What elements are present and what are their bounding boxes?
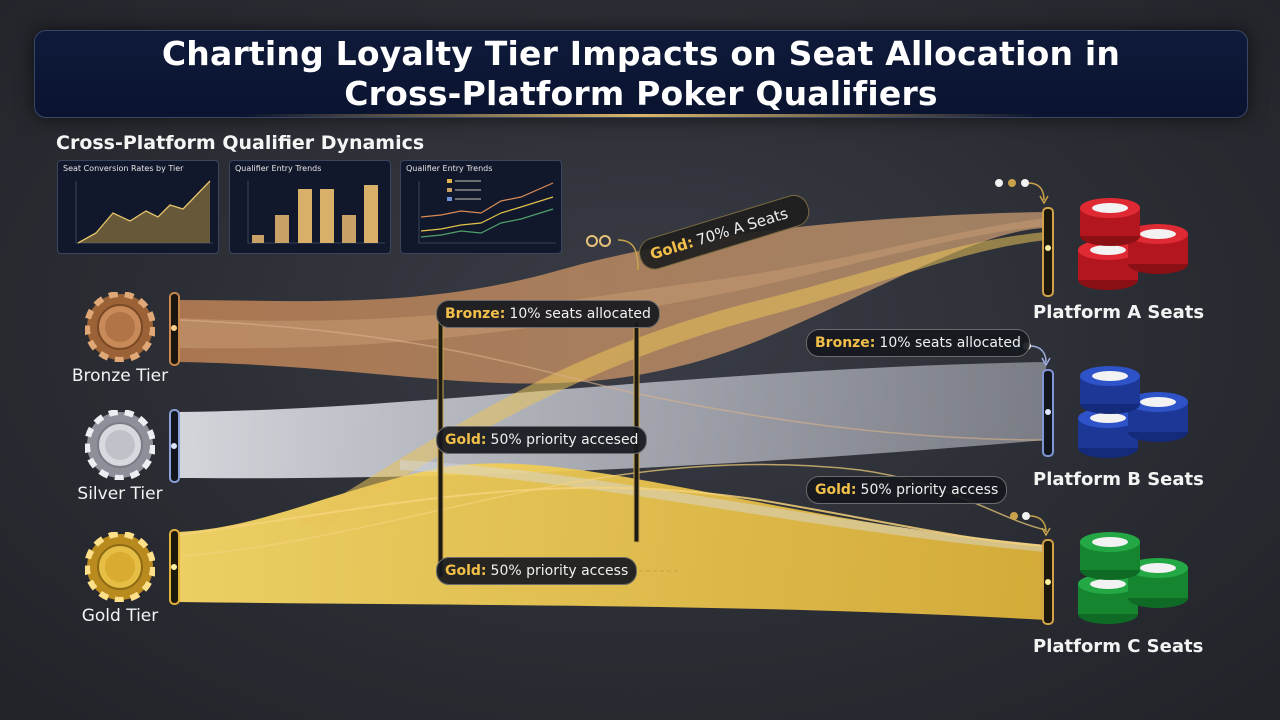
platform-b-target-glow <box>1045 409 1051 415</box>
indicator-dot <box>1021 179 1029 187</box>
callout-key: Bronze: <box>815 335 876 351</box>
title-banner: Charting Loyalty Tier Impacts on Seat Al… <box>34 30 1248 118</box>
tier-label: Bronze Tier <box>71 366 169 386</box>
mini-chart-area-graphic <box>75 180 213 244</box>
callout-text: 10% seats allocated <box>509 306 651 322</box>
callout-text: 50% priority access <box>860 482 999 498</box>
bronze-source-glow <box>171 325 177 331</box>
page-title-line-1: Charting Loyalty Tier Impacts on Seat Al… <box>161 34 1121 73</box>
silver-source-glow <box>171 443 177 449</box>
indicator-dot <box>995 179 1003 187</box>
arrow-to-c <box>1029 515 1047 533</box>
platform-a-chip-stack-icon <box>1078 198 1188 290</box>
callout-text: 10% seats allocated <box>879 335 1021 351</box>
callout-gold-right: Gold: 50% priority access <box>806 476 1008 504</box>
indicator-dot <box>1022 512 1030 520</box>
arrow-to-a-head <box>1039 195 1049 205</box>
tier-label: Silver Tier <box>77 484 163 504</box>
platform-b-label: Platform B Seats <box>1033 469 1204 490</box>
callout-gold-mid: Gold: 50% priority accesed <box>436 426 648 454</box>
title-glow-divider <box>240 114 1040 117</box>
callout-bronze-right: Bronze: 10% seats allocated <box>806 329 1030 357</box>
callout-key: Gold: <box>445 563 487 579</box>
platform-b-chip-stack-icon <box>1078 366 1188 458</box>
indicator-dot <box>1008 179 1016 187</box>
flow-gold-line-2 <box>179 463 1047 557</box>
mini-chart-entry-trends-bars: Qualifier Entry Trends <box>229 160 391 254</box>
platform-a-label: Platform A Seats <box>1033 302 1205 323</box>
bronze-chip-icon <box>85 292 155 362</box>
flow-silver-to-c <box>400 460 1046 552</box>
indicator-dot <box>1010 512 1018 520</box>
callout-text: 50% priority access <box>490 563 629 579</box>
callout-key: Bronze: <box>445 306 506 322</box>
flow-bronze-secondary <box>178 218 1046 349</box>
page-title-line-2: Cross-Platform Poker Qualifiers <box>344 74 938 113</box>
gold-source-glow <box>171 564 177 570</box>
indicator-ring <box>599 235 611 247</box>
tier-gold: Gold Tier <box>60 532 180 626</box>
platform-c-target-glow <box>1045 579 1051 585</box>
callout-key: Gold: <box>445 432 487 448</box>
tier-bronze: Bronze Tier <box>60 292 180 386</box>
callout-key: Gold: <box>647 233 696 264</box>
flow-bronze-line <box>179 319 1047 441</box>
mini-chart-bar-graphic <box>247 181 385 244</box>
callout-bronze-mid: Bronze: 10% seats allocated <box>436 300 660 328</box>
flow-gold-line-1 <box>179 486 1047 547</box>
arrow-to-b-head <box>1041 357 1051 367</box>
dashboard-heading: Cross-Platform Qualifier Dynamics <box>56 132 425 154</box>
flow-silver-to-b <box>178 362 1046 479</box>
mini-chart-title: Qualifier Entry Trends <box>235 164 322 173</box>
tier-label: Gold Tier <box>81 606 159 626</box>
arrow-to-b <box>1029 345 1047 363</box>
arrow-to-a <box>1027 182 1045 201</box>
platform-a-target-bar <box>1042 207 1054 297</box>
arrow-to-c-head <box>1041 527 1051 537</box>
tier-silver: Silver Tier <box>60 410 180 504</box>
platform-c-chip-stack-icon <box>1078 532 1188 624</box>
mini-chart-title: Qualifier Entry Trends <box>406 164 493 173</box>
mini-chart-title: Seat Conversion Rates by Tier <box>63 164 184 173</box>
callout-key: Gold: <box>815 482 857 498</box>
platform-c-label: Platform C Seats <box>1033 636 1204 657</box>
platform-a-target-glow <box>1045 245 1051 251</box>
indicator-ring <box>586 235 598 247</box>
callout-gold-bottom: Gold: 50% priority access <box>436 557 638 585</box>
gold-chip-icon <box>85 532 155 602</box>
mini-chart-seat-conversion: Seat Conversion Rates by Tier <box>57 160 219 254</box>
silver-chip-icon <box>85 410 155 480</box>
mini-chart-entry-trends-lines: Qualifier Entry Trends <box>400 160 562 254</box>
arrow-gold-a-callout <box>617 239 639 271</box>
mini-chart-line-graphic <box>418 179 556 244</box>
callout-text: 50% priority accesed <box>490 432 639 448</box>
